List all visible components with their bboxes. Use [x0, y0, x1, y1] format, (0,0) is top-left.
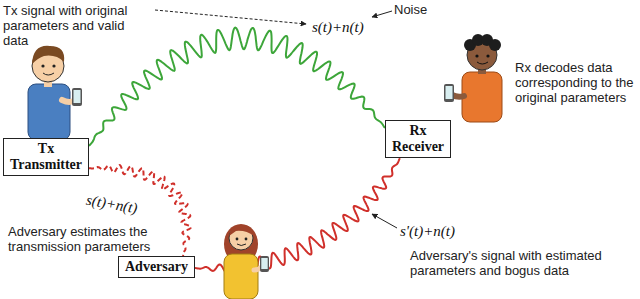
signal-formula: s(t)+n(t)	[312, 18, 364, 36]
transmitter-box: Tx Transmitter	[3, 138, 89, 176]
annotation-text: Rx decodes data corresponding to the ori…	[515, 60, 637, 105]
signal-wave	[89, 28, 385, 147]
adversary-box: Adversary	[118, 256, 195, 278]
node-label: Rx Receiver	[392, 123, 444, 155]
signal-formula: s(t)+n(t)	[85, 191, 139, 218]
leader-arrow	[372, 214, 397, 228]
node-label: Tx Transmitter	[10, 141, 82, 173]
node-label: Adversary	[125, 259, 188, 275]
annotation-text: Tx signal with original parameters and v…	[3, 3, 153, 48]
annotation-text: Adversary's signal with estimated parame…	[410, 248, 635, 278]
receiver-person	[444, 34, 502, 122]
leader-arrow	[372, 11, 392, 17]
annotation-text: Adversary estimates the transmission par…	[8, 224, 173, 254]
signal-wave	[195, 158, 400, 273]
adversary-person	[224, 224, 269, 299]
transmitter-person	[28, 46, 82, 140]
noise-label: Noise	[394, 2, 427, 17]
receiver-box: Rx Receiver	[385, 120, 451, 158]
leader-arrow	[155, 10, 306, 24]
signal-formula: s'(t)+n(t)	[400, 222, 455, 240]
